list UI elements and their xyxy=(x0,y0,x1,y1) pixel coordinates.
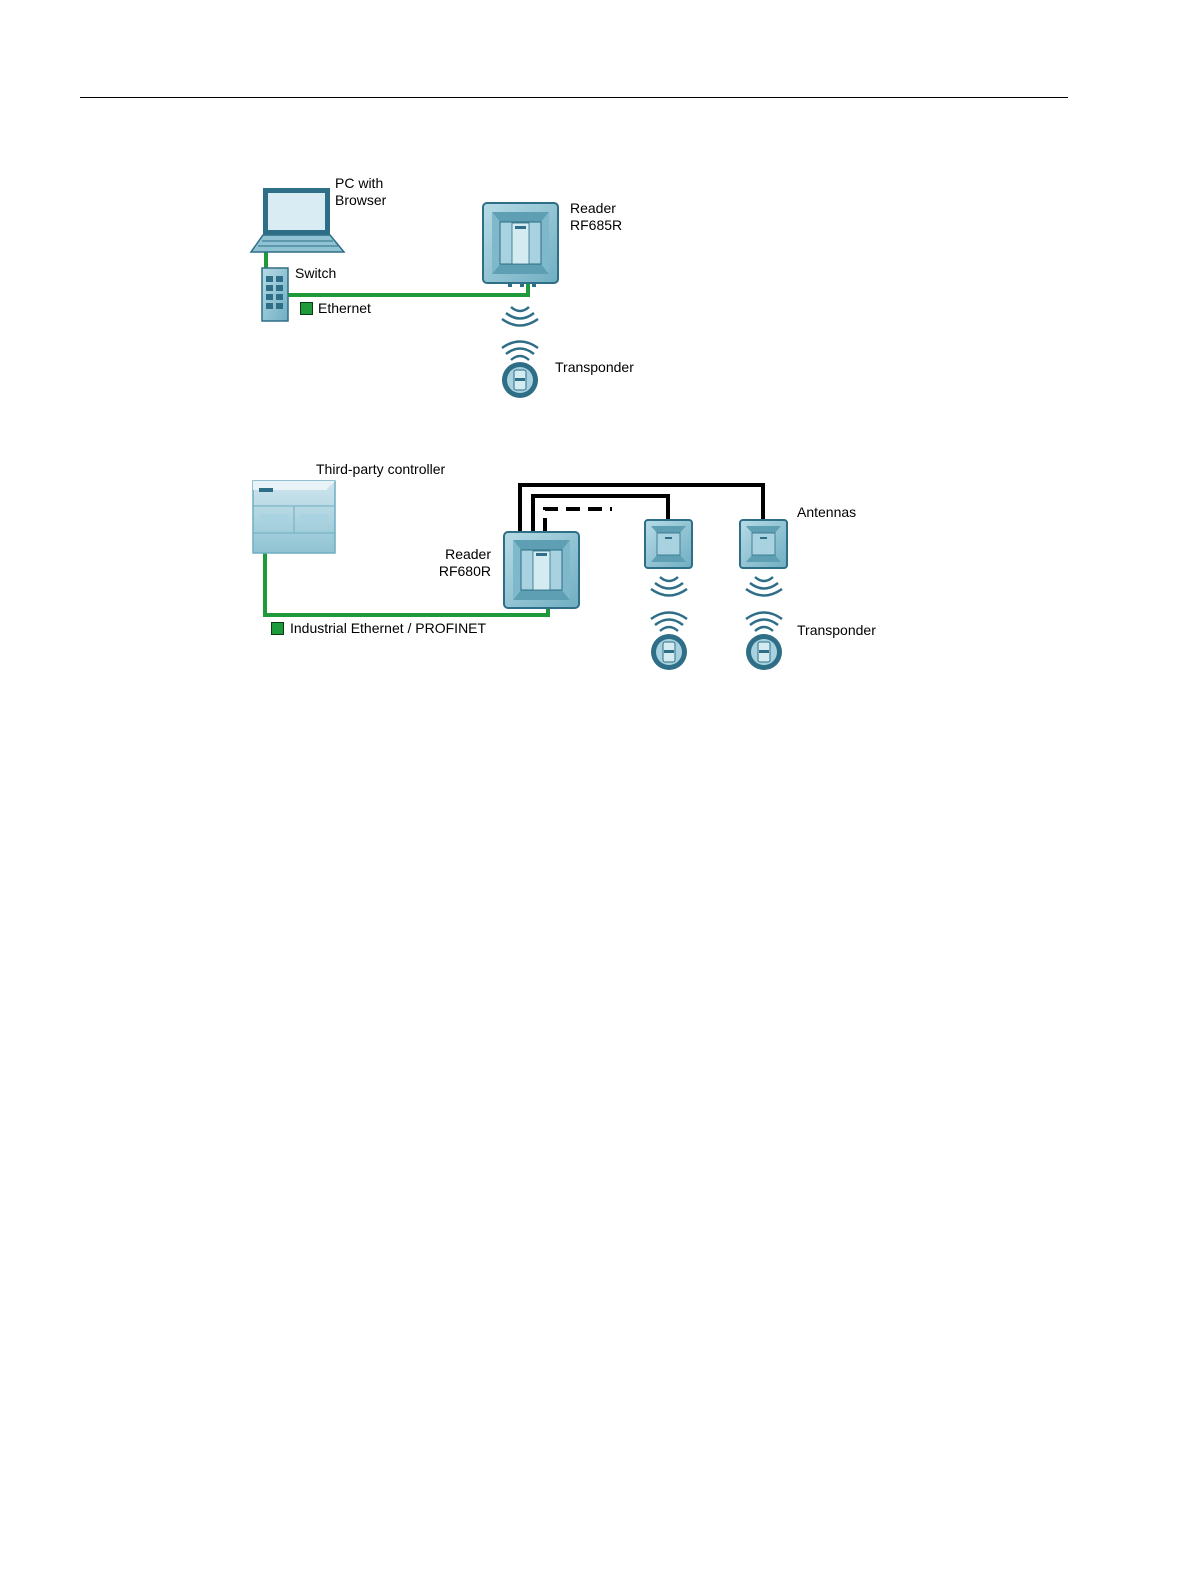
network-label: Industrial Ethernet / PROFINET xyxy=(290,620,486,637)
antennas-label: Antennas xyxy=(797,504,856,521)
profinet-legend-swatch xyxy=(271,622,284,635)
laptop-icon xyxy=(251,188,344,252)
reader-rf685r-label-line2: RF685R xyxy=(570,217,622,234)
switch-label: Switch xyxy=(295,265,336,282)
pc-label-line2: Browser xyxy=(335,192,386,209)
radio-waves-icon xyxy=(746,577,782,631)
transponder-icon xyxy=(746,634,782,670)
reader-rf685r-icon xyxy=(483,203,558,287)
controller-icon xyxy=(253,481,335,553)
antenna-icon xyxy=(645,520,692,568)
reader-rf680r-icon xyxy=(504,532,579,608)
switch-icon xyxy=(262,268,288,321)
reader-rf685r-label-line1: Reader xyxy=(570,200,616,217)
antenna-cable-optional xyxy=(545,509,612,532)
radio-waves-icon xyxy=(502,307,538,326)
transponder-label: Transponder xyxy=(555,359,634,376)
radio-waves-icon xyxy=(502,342,538,361)
pc-label-line1: PC with xyxy=(335,175,383,192)
transponder-icon xyxy=(502,362,538,398)
controller-label: Third-party controller xyxy=(316,461,445,478)
transponder-label: Transponder xyxy=(797,622,876,639)
antenna-icon xyxy=(740,520,787,568)
reader-rf680r-label-line2: RF680R xyxy=(420,563,491,580)
reader-rf680r-label-line1: Reader xyxy=(420,546,491,563)
ethernet-legend-swatch xyxy=(300,302,313,315)
transponder-icon xyxy=(651,634,687,670)
radio-waves-icon xyxy=(651,577,687,631)
ethernet-label: Ethernet xyxy=(318,300,371,317)
